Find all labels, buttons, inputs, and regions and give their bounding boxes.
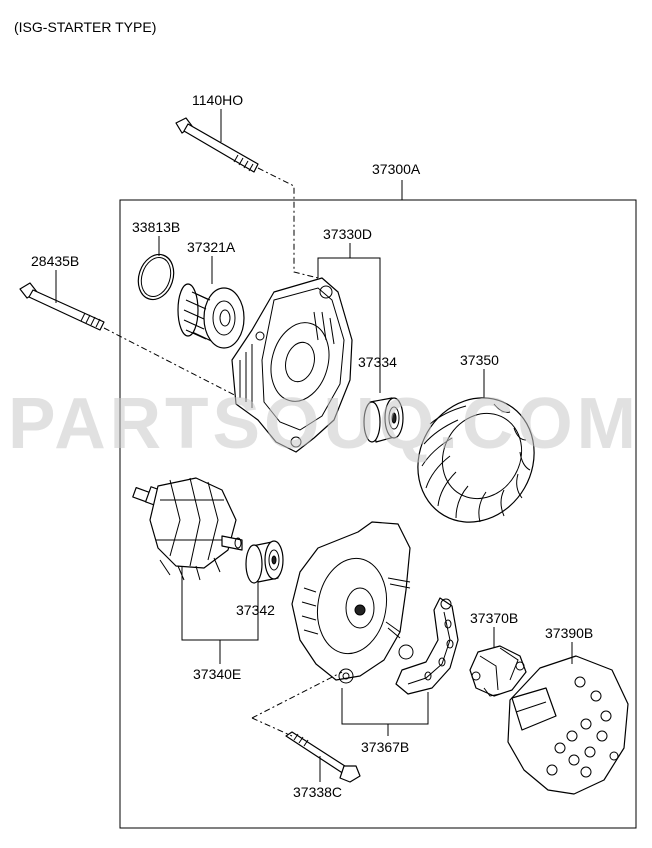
label-37390b[interactable]: 37390B [545,625,593,641]
assembly-label[interactable]: 37300A [372,161,421,177]
label-1140ho[interactable]: 1140HO [192,92,243,108]
rear-cover-37390b[interactable] [507,655,629,795]
label-37367b[interactable]: 37367B [361,739,409,755]
front-bracket-37330d[interactable] [231,277,353,453]
rectifier-37367b[interactable] [395,597,459,695]
through-bolt-37338c[interactable] [285,731,361,783]
label-33813b[interactable]: 33813B [132,219,180,235]
centerline-37338c-b [251,717,293,737]
label-37340e[interactable]: 37340E [193,666,241,682]
rear-bracket[interactable] [291,521,411,684]
label-28435b[interactable]: 28435B [31,253,79,269]
snap-ring-33813b[interactable] [133,250,180,304]
bolt-1140ho[interactable] [175,117,259,173]
label-37334[interactable]: 37334 [358,354,397,370]
centerline-37338c-a [251,671,343,719]
bracket-37330d [317,257,381,393]
centerline-28435b [103,327,249,403]
bearing-37334[interactable] [363,397,404,443]
label-37330d[interactable]: 37330D [323,226,372,242]
centerline-1140ho [257,167,319,279]
bearing-37342[interactable] [245,540,284,584]
assembly-frame [119,199,637,829]
rotor-37340e[interactable] [132,477,243,581]
stator-37350[interactable] [396,377,557,544]
bolt-28435b[interactable] [19,282,105,331]
label-37321a[interactable]: 37321A [187,239,236,255]
label-37342[interactable]: 37342 [236,602,275,618]
label-37338c[interactable]: 37338C [293,784,342,800]
watermark: PARTSOUQ.COM [8,384,640,464]
bracket-37367b [341,688,429,725]
label-37350[interactable]: 37350 [460,352,499,368]
pulley-37321a[interactable] [177,283,245,349]
label-37370b[interactable]: 37370B [470,610,518,626]
diagram-title: (ISG-STARTER TYPE) [14,19,156,35]
regulator-37370b[interactable] [469,645,527,697]
